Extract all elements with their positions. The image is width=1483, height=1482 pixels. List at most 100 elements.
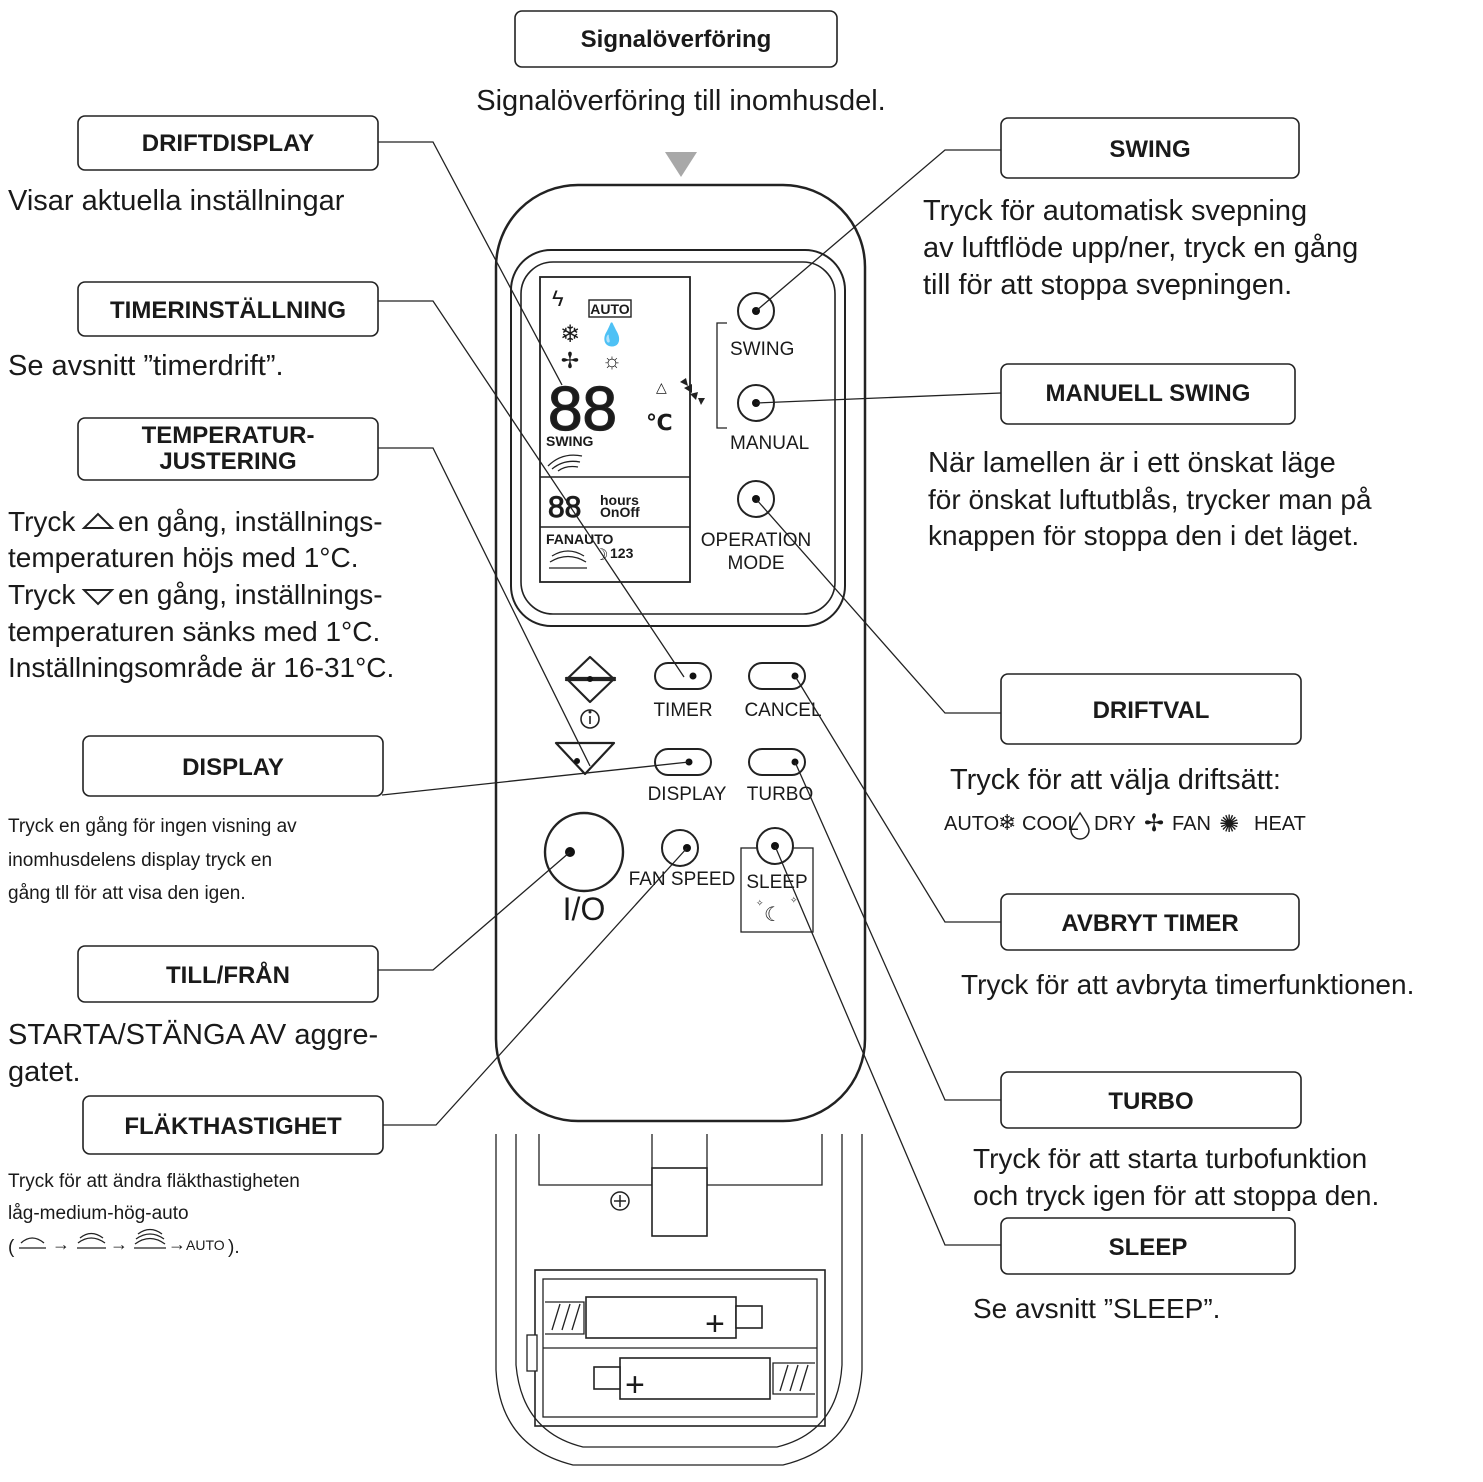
- display-label-box: [82, 735, 384, 797]
- temp-line-2: temperaturen höjs med 1°C.: [8, 542, 358, 573]
- driftdisplay-desc: Visar aktuella inställningar: [8, 185, 345, 217]
- cancel-label-box: [1000, 893, 1300, 951]
- display-title: DISPLAY: [182, 754, 284, 781]
- turbo-button-label: TURBO: [747, 784, 814, 805]
- lcd-temperature-digits: 88: [548, 375, 617, 444]
- fan-icon: ✢: [561, 348, 579, 373]
- swing-line-2: av luftflöde upp/ner, tryck en gång: [923, 232, 1358, 264]
- manual-title: MANUELL SWING: [1046, 380, 1251, 407]
- driftdisplay-title: DRIFTDISPLAY: [142, 130, 314, 157]
- svg-text:→: →: [168, 1234, 186, 1254]
- turbo-title: TURBO: [1108, 1088, 1193, 1115]
- lcd-sleep-levels: 123: [610, 545, 634, 561]
- sleep-label-box: [1000, 1217, 1296, 1275]
- fan-seq-close: ).: [228, 1237, 240, 1258]
- manual-line-3: knappen för stoppa den i det läget.: [928, 520, 1359, 551]
- fan-line-1: Tryck för att ändra fläkthastigheten: [8, 1171, 300, 1192]
- temp-line-3a: Tryck: [8, 579, 76, 610]
- timer-button-label: TIMER: [653, 700, 712, 721]
- fan-low-icon: [19, 1237, 46, 1249]
- battery-2-plus: +: [625, 1366, 645, 1404]
- operation-label-1: OPERATION: [701, 530, 812, 551]
- lcd-fanauto-label: FANAUTO: [546, 531, 614, 547]
- info-icon: [580, 709, 600, 729]
- lcd-timer-digits: 88: [548, 491, 581, 524]
- mode-heat-icon: ✺: [1219, 811, 1239, 838]
- display-line-3: gång tll för att visa den igen.: [8, 883, 246, 904]
- swing-title: SWING: [1109, 136, 1190, 163]
- mode-dry-icon: [1070, 811, 1090, 840]
- fan-speed-button-label: FAN SPEED: [629, 869, 736, 890]
- mode-dry: DRY: [1094, 813, 1136, 835]
- down-triangle-icon: [81, 589, 115, 606]
- fan-label-box: [82, 1095, 384, 1155]
- cancel-title: AVBRYT TIMER: [1061, 910, 1238, 937]
- sleep-title: SLEEP: [1109, 1234, 1188, 1261]
- lcd-sleep-moon-icon: ☽: [594, 547, 608, 564]
- power-line-2: gatet.: [8, 1056, 81, 1088]
- cancel-button[interactable]: [748, 662, 806, 690]
- mode-title: DRIFTVAL: [1093, 697, 1210, 724]
- fan-line-2: låg-medium-hög-auto: [8, 1203, 189, 1224]
- swing-line-1: Tryck för automatisk svepning: [923, 195, 1307, 227]
- power-label-box: [77, 945, 379, 1003]
- timer-title: TIMERINSTÄLLNING: [110, 297, 346, 324]
- louver-swing-icon: [680, 378, 705, 405]
- cool-icon: ❄: [560, 321, 580, 348]
- temp-label-box: [77, 417, 379, 481]
- fan-seq-open: (: [8, 1237, 15, 1258]
- signal-label-box: [514, 10, 838, 68]
- svg-text:→: →: [52, 1234, 70, 1254]
- signal-desc: Signalöverföring till inomhusdel.: [476, 85, 885, 117]
- battery-compartment: + +: [495, 1134, 863, 1466]
- lcd-screen: ϟ AUTO ❄ 💧 ✢ ☼ 88 △ ℃ SWING 88 hours OnO…: [539, 276, 691, 583]
- swing-line-3: till för att stoppa svepningen.: [923, 269, 1292, 301]
- lcd-hours-label: hours: [600, 492, 639, 508]
- manual-line-1: När lamellen är i ett önskat läge: [928, 447, 1336, 479]
- lcd-celsius: ℃: [646, 410, 673, 435]
- mode-fan-icon: ✢: [1144, 810, 1164, 837]
- turbo-button[interactable]: [748, 748, 806, 776]
- temp-line-4: temperaturen sänks med 1°C.: [8, 616, 380, 647]
- manual-line-2: för önskat luftutblås, trycker man på: [928, 484, 1372, 515]
- turbo-line-1: Tryck för att starta turbofunktion: [973, 1143, 1367, 1174]
- mode-cool: COOL: [1022, 813, 1079, 835]
- turbo-line-2: och tryck igen för att stoppa den.: [973, 1180, 1379, 1211]
- dry-icon: 💧: [598, 322, 625, 347]
- lcd-onoff-label: OnOff: [600, 504, 640, 520]
- power-title: TILL/FRÅN: [166, 961, 290, 989]
- battery-1-plus: +: [705, 1305, 725, 1343]
- manual-button-label: MANUAL: [730, 433, 809, 454]
- fan-medium-icon: [77, 1232, 106, 1249]
- battery-1: [585, 1296, 737, 1339]
- temp-line-1a: Tryck: [8, 506, 76, 537]
- lcd-swing-indicator: SWING: [546, 433, 594, 449]
- swing-button-label: SWING: [730, 339, 794, 360]
- lightning-icon: ϟ: [552, 286, 564, 311]
- mode-heat: HEAT: [1254, 813, 1306, 835]
- lcd-auto-indicator: AUTO: [590, 301, 630, 317]
- mode-label-box: [1000, 673, 1302, 745]
- fan-high-icon: [134, 1228, 166, 1249]
- sleep-desc: Se avsnitt ”SLEEP”.: [973, 1293, 1220, 1324]
- power-button-label: I/O: [563, 891, 606, 927]
- fan-title: FLÄKTHASTIGHET: [124, 1113, 342, 1140]
- up-triangle-icon: [81, 512, 115, 529]
- display-button-label: DISPLAY: [648, 784, 727, 805]
- signal-arrow-icon: [665, 152, 697, 177]
- mode-auto: AUTO: [944, 813, 999, 835]
- temp-down-button[interactable]: [554, 741, 616, 776]
- driftdisplay-label-box: [77, 115, 379, 171]
- lcd-louver-icon: [547, 454, 583, 472]
- heat-icon: ☼: [602, 348, 622, 373]
- svg-text:→: →: [110, 1234, 128, 1254]
- power-button[interactable]: [543, 811, 625, 893]
- lcd-fan-bars-icon: [549, 550, 587, 569]
- display-line-2: inomhusdelens display tryck en: [8, 850, 272, 871]
- fan-speed-button[interactable]: [661, 829, 699, 867]
- turbo-label-box: [1000, 1071, 1302, 1129]
- timer-label-box: [77, 281, 379, 337]
- sleep-button-label: SLEEP: [746, 872, 807, 893]
- mode-desc: Tryck för att välja driftsätt:: [950, 764, 1281, 796]
